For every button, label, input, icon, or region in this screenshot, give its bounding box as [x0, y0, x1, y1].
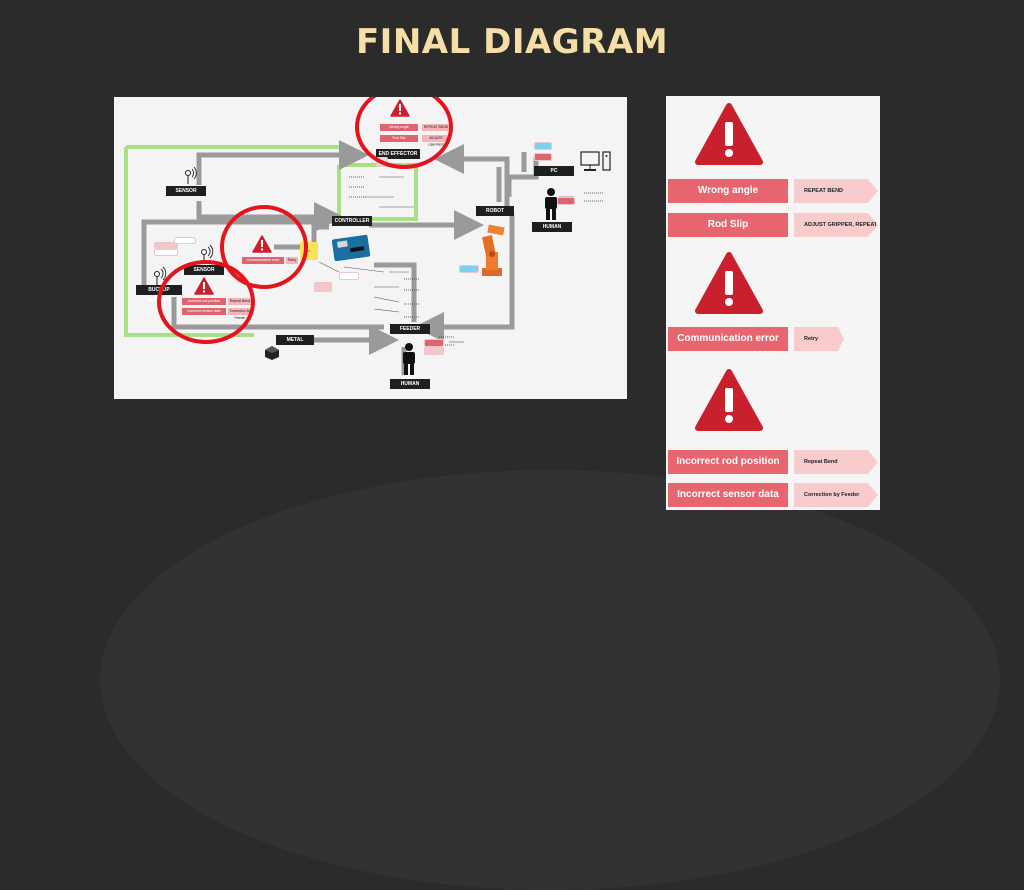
- ctrl-error: Communication error: [242, 257, 284, 264]
- note: [424, 339, 444, 347]
- highlight-circles: [157, 97, 453, 344]
- backup-action-2: Correction by Feeder: [228, 308, 252, 320]
- warning-triangle-icon: [252, 235, 272, 253]
- sensor-icon: [185, 166, 197, 184]
- end-effector-label: END EFFECTOR: [376, 149, 420, 159]
- error-wrong-angle: Wrong angle: [668, 179, 788, 203]
- sensor-icon: [154, 266, 167, 285]
- system-diagram: SENSOR SENSOR BUCKUP SENSORS CONTROLLER …: [114, 97, 627, 399]
- action-repeat-bend-2: Repeat Bend: [794, 450, 878, 474]
- backup-action-1: Repeat Bend: [228, 298, 252, 305]
- ee-action-1: REPEAT BEND: [422, 124, 450, 131]
- robot-label: ROBOT: [476, 206, 514, 216]
- robot-arm-icon: [482, 224, 505, 276]
- ee-error-1: Wrong angle: [380, 124, 418, 131]
- gray-flow-arrows: [141, 140, 539, 375]
- warning-triangle-icon: [390, 99, 410, 117]
- action-repeat-bend: REPEAT BEND: [794, 179, 878, 203]
- warning-triangle-icon: [695, 252, 763, 314]
- action-adjust-gripper: ADJUST GRIPPER, REPEAT: [794, 213, 878, 237]
- human-icon: [403, 343, 415, 375]
- error-incorrect-rod-position: Incorrect rod position: [668, 450, 788, 474]
- arduino-board-icon: [332, 234, 371, 262]
- metal-cube-icon: [265, 346, 279, 360]
- human-right-label: HUMAN: [532, 222, 572, 232]
- note: [534, 142, 552, 150]
- warning-triangle-icon: [194, 277, 214, 295]
- note: [339, 272, 359, 280]
- background-arc: [100, 470, 1000, 890]
- note: [174, 237, 196, 244]
- backup-error-1: Incorrect rod position: [182, 298, 226, 305]
- error-legend: Wrong angle REPEAT BEND Rod Slip ADJUST …: [666, 96, 880, 510]
- sensor-top-label: SENSOR: [166, 186, 206, 196]
- pc-label: PC: [534, 166, 574, 176]
- action-retry: Retry: [794, 327, 844, 351]
- error-rod-slip: Rod Slip: [668, 213, 788, 237]
- ee-error-2: Rod Slip: [380, 135, 418, 142]
- ctrl-action: Retry: [286, 257, 298, 264]
- note: [424, 347, 444, 355]
- pc-icon: [580, 151, 611, 171]
- metal-label: METAL: [276, 335, 314, 345]
- page-title: FINAL DIAGRAM: [355, 22, 669, 62]
- controller-label: CONTROLLER: [332, 216, 372, 226]
- action-correction-by-feeder: Correction by Feeder: [794, 483, 878, 507]
- ee-action-2: ADJUST GRIPPER: [422, 135, 450, 147]
- human-icon: [545, 188, 557, 220]
- feeder-label: FEEDER: [390, 324, 430, 334]
- note: [314, 282, 332, 292]
- warning-triangle-icon: [695, 369, 763, 431]
- human-bottom-label: HUMAN: [390, 379, 430, 389]
- note: [154, 242, 178, 249]
- sensor-mid-label: SENSOR: [184, 265, 224, 275]
- warning-triangle-icon: [695, 103, 763, 165]
- diagram-connections: [124, 140, 604, 375]
- backup-error-2: Incorrect sensor data: [182, 308, 226, 315]
- note: [534, 153, 552, 161]
- error-communication: Communication error: [668, 327, 788, 351]
- note: [557, 197, 575, 205]
- note: [154, 249, 178, 256]
- note: [459, 265, 479, 273]
- error-incorrect-sensor-data: Incorrect sensor data: [668, 483, 788, 507]
